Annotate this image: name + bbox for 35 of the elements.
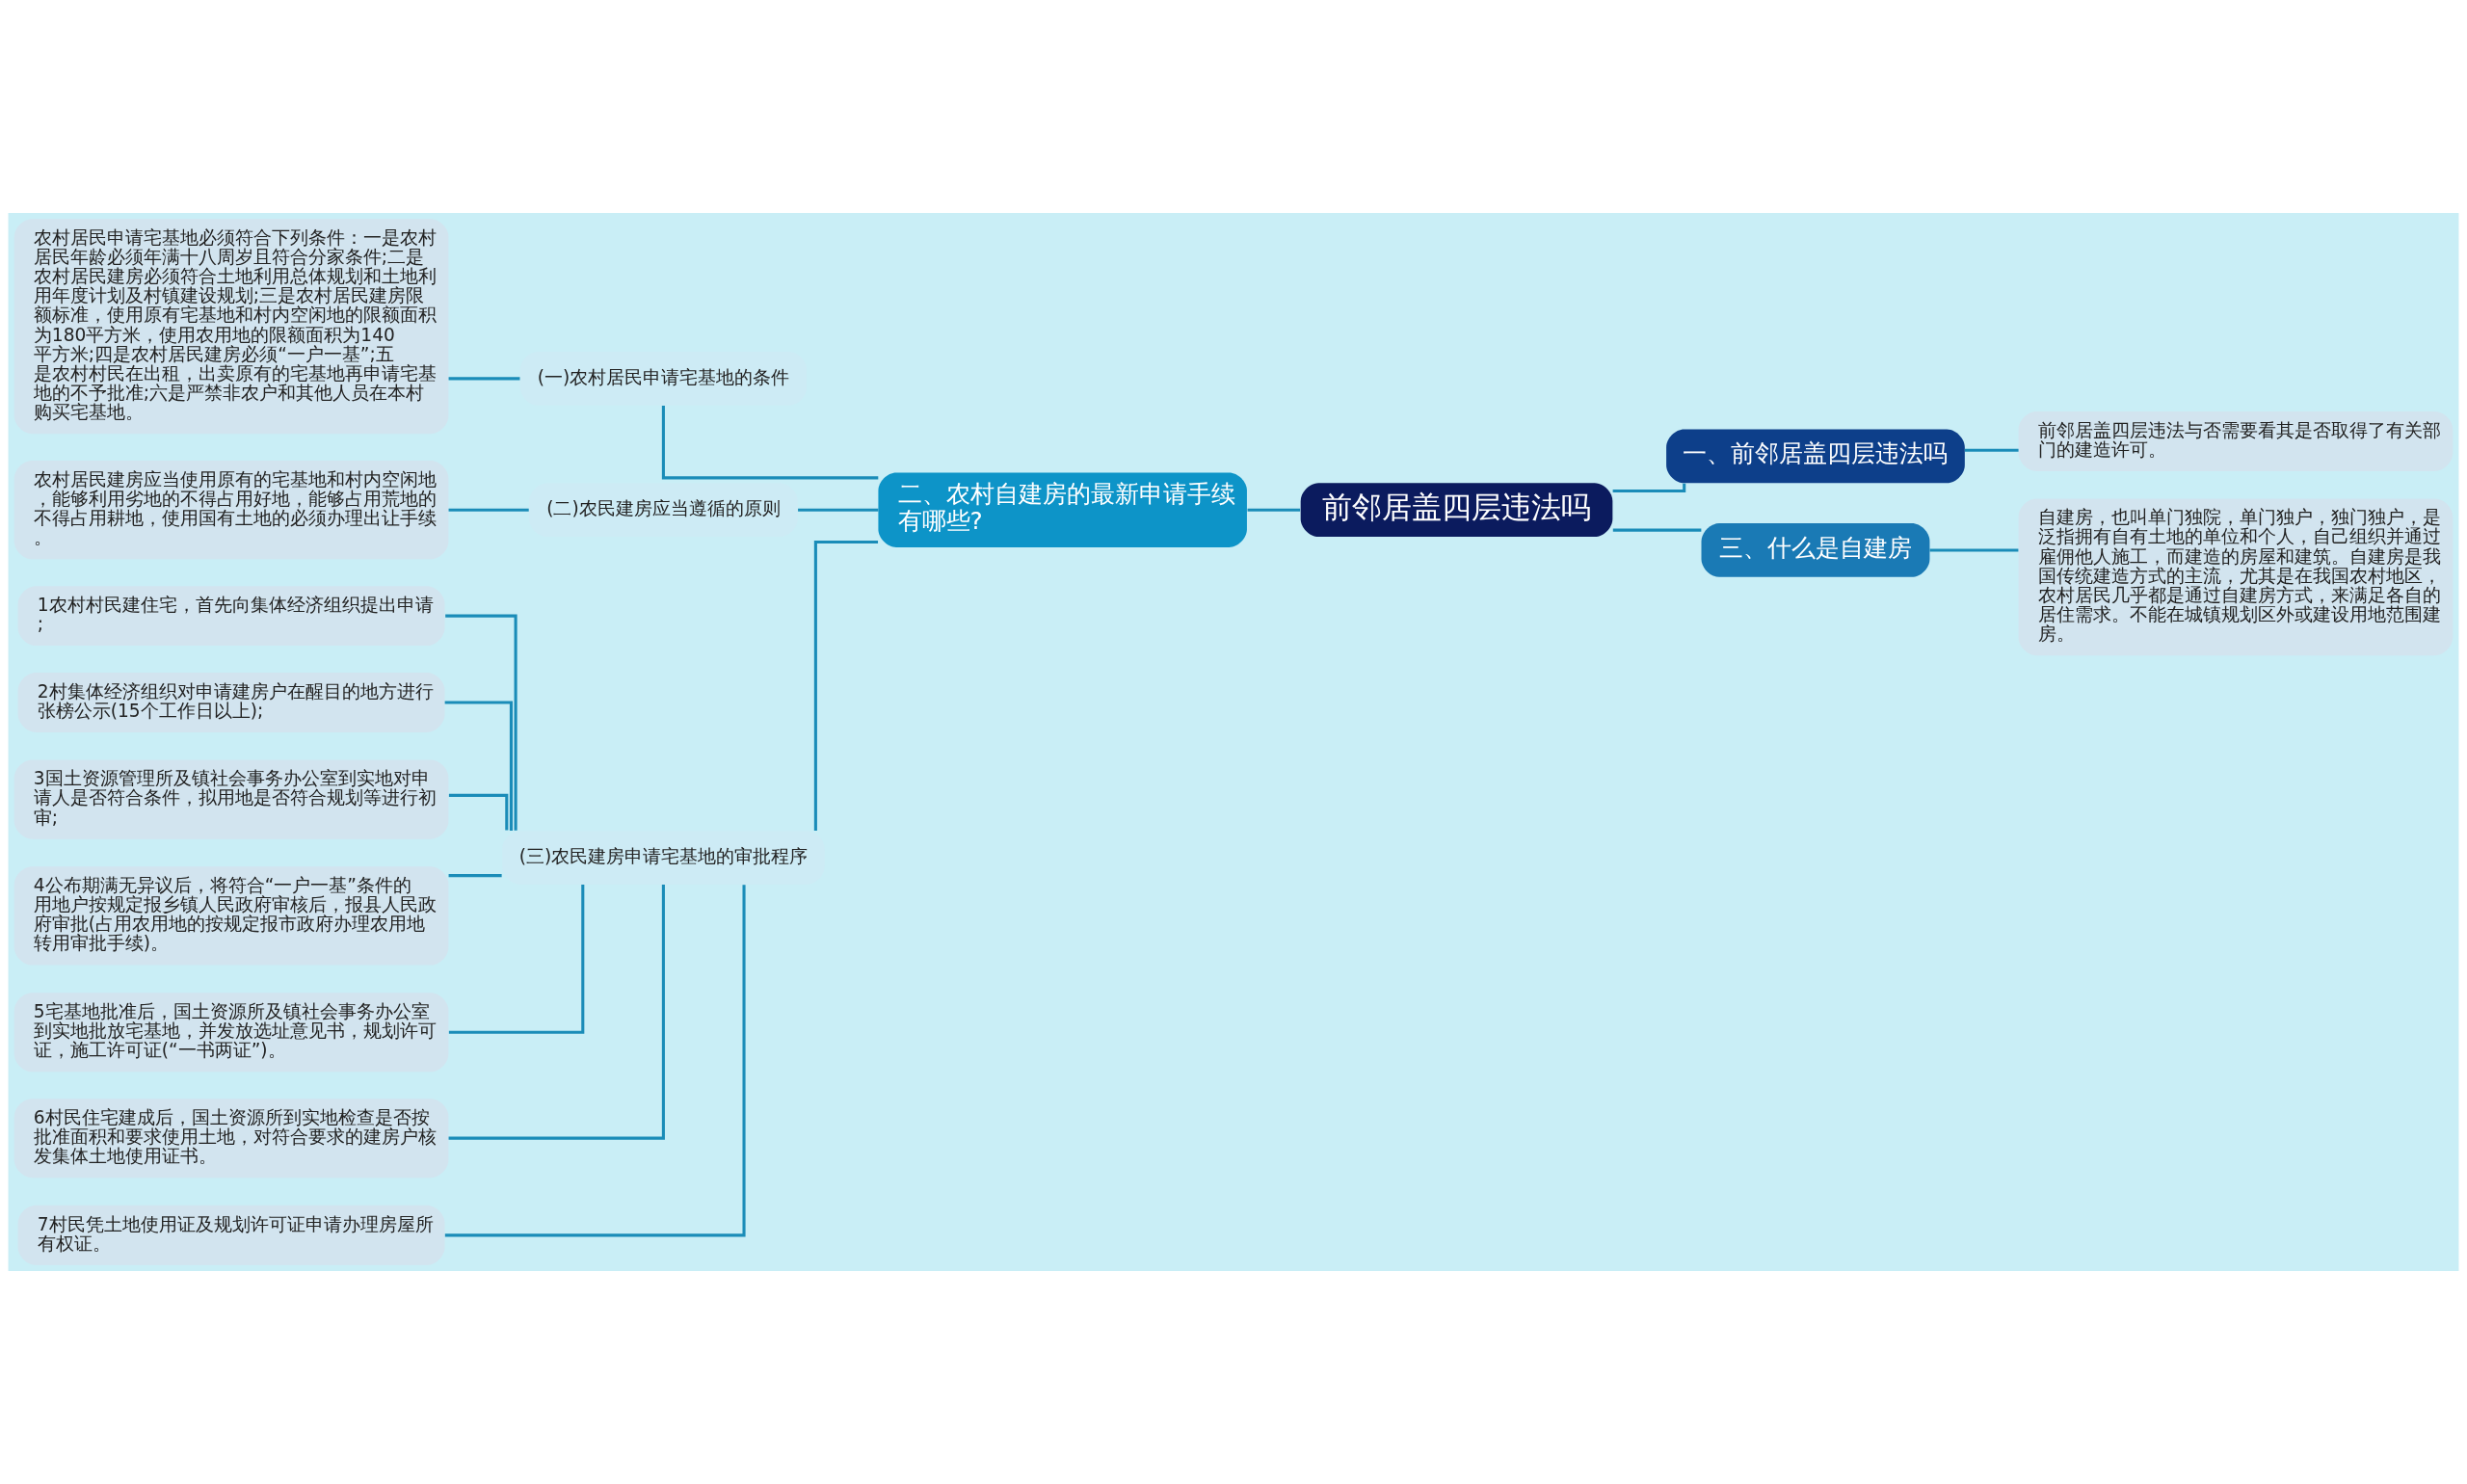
node-box: 7村民凭土地使用证及规划许可证申请办理房屋所有权证。: [17, 1205, 445, 1265]
node-box: 5宅基地批准后，国土资源所及镇社会事务办公室到实地批放宅基地，并发放选址意见书，规划许可证，施工许可证(“一书两证”)。: [13, 993, 449, 1073]
node-box: 2村集体经济组织对申请建房户在醒目的地方进行张榜公示(15个工作日以上);: [17, 673, 445, 732]
connector: [1929, 548, 2019, 552]
connector: [798, 508, 879, 512]
connector: [448, 884, 585, 1034]
connector: [1964, 448, 2019, 452]
node-box: 1农村村民建住宅，首先向集体经济组织提出申请;: [17, 586, 445, 647]
connector: [448, 884, 665, 1140]
connector: [1612, 528, 1702, 532]
node-box: 一、前邻居盖四层违法吗: [1666, 429, 1965, 484]
node-text: (二)农民建房应当遵循的原则: [546, 497, 781, 518]
node-box: 6村民住宅建成后，国土资源所到实地检查是否按批准面积和要求使用土地，对符合要求的建房户核发集体土地使用证书。: [13, 1099, 449, 1179]
node-box: 4公布期满无异议后，将符合“一户一基”条件的用地户按规定报乡镇人民政府审核后，报县人民政府审批(占用农用地的按规定报市政府办理农用地转用审批手续)。: [13, 866, 449, 966]
node-box: 农村居民申请宅基地必须符合下列条件：一是农村居民年龄必须年满十八周岁且符合分家条件;二是农村居民建房必须符合土地利用总体规划和土地利用年度计划及村镇建设规划;三是农村居民建房限额标准，使用原有宅基地和村内空闲地的限额面积为180平方米，使用农用地的限额面积为140平方米;四是农村居民建房必须“一户一基”;五是农村村民在出租，出卖原有的宅基地再申请宅基地的不予批准;六是严禁非农户和其他人员在本村购买宅基地。: [13, 219, 449, 435]
connector: [448, 793, 509, 831]
connector: [448, 874, 502, 878]
node-box: 农村居民建房应当使用原有的宅基地和村内空闲地，能够利用劣地的不得占用好地，能够占用荒地的不得占用耕地，使用国有土地的必须办理出让手续。: [13, 461, 449, 560]
connector: [448, 508, 529, 512]
connector: [813, 540, 879, 832]
node-box: 自建房，也叫单门独院，单门独户，独门独户，是泛指拥有自有土地的单位和个人，自己组织并通过雇佣他人施工，而建造的房屋和建筑。自建房是我国传统建造方式的主流，尤其是在我国农村地区，农村居民几乎都是通过自建房方式，来满足各自的居住需求。不能在城镇规划区外或建设用地范围建房。: [2018, 498, 2454, 656]
connector: [448, 377, 520, 381]
node-box: 前邻居盖四层违法与否需要看其是否取得了有关部门的建造许可。: [2018, 411, 2454, 471]
connector: [661, 406, 879, 480]
node-box: 二、农村自建房的最新申请手续有哪些?: [878, 472, 1247, 547]
node-box: 三、什么是自建房: [1701, 523, 1930, 577]
node-text: (一)农村居民申请宅基地的条件: [537, 366, 790, 387]
connector: [1247, 508, 1301, 512]
connector: [1612, 483, 1686, 492]
connector: [444, 701, 513, 831]
node-box: 前邻居盖四层违法吗: [1300, 483, 1613, 538]
connector: [445, 614, 517, 831]
connector: [444, 885, 746, 1237]
node-text: (三)农民建房申请宅基地的审批程序: [518, 845, 809, 866]
node-box: 3国土资源管理所及镇社会事务办公室到实地对申请人是否符合条件，拟用地是否符合规划等进行初审;: [13, 759, 449, 839]
